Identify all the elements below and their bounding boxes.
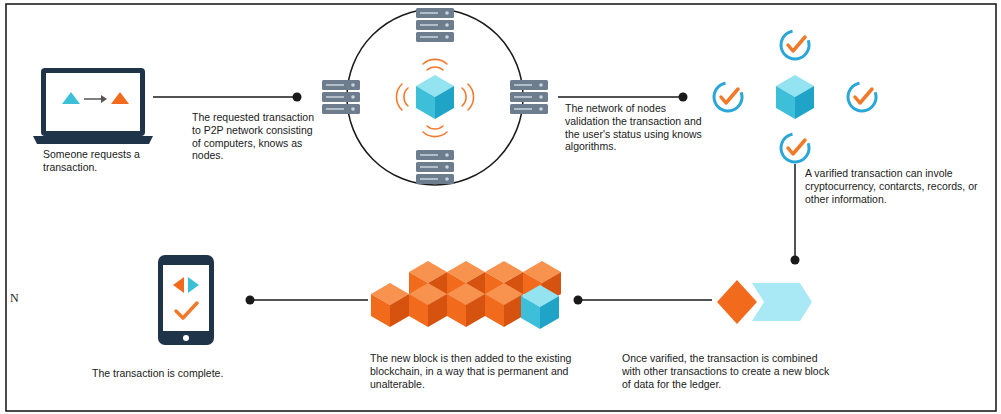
blockchain-stack — [371, 261, 561, 329]
step-node: The requested transaction to P2P network… — [318, 5, 552, 191]
connector-dot — [574, 296, 583, 305]
step-caption: The new block is then added to the exist… — [370, 352, 592, 390]
flow-connector — [791, 164, 800, 265]
step-node: The transaction is complete. — [155, 253, 217, 347]
connector-line — [578, 299, 712, 301]
step-node: Once varified, the transaction is combin… — [714, 278, 814, 326]
laptop-icon — [33, 68, 153, 144]
step-node: The network of nodes validation the tran… — [708, 26, 880, 164]
block-forming-icon — [717, 280, 812, 324]
connector-dot — [246, 296, 255, 305]
connector-dot — [791, 256, 800, 265]
network-ring — [322, 8, 548, 185]
stray-letter: N — [10, 291, 19, 306]
step-caption: The network of nodes validation the tran… — [565, 102, 703, 153]
flow-connector — [153, 93, 302, 102]
step-node: Someone requests a transaction. — [33, 66, 153, 146]
connector-line — [558, 96, 683, 98]
step-caption: Once varified, the transaction is combin… — [622, 352, 834, 390]
connector-dot — [293, 93, 302, 102]
flow-connector — [574, 296, 713, 305]
connector-line — [250, 299, 368, 301]
verification-checks — [710, 27, 880, 166]
flow-connector — [558, 93, 688, 102]
step-caption: A varified transaction can invole crypto… — [805, 167, 991, 205]
connector-dot — [679, 93, 688, 102]
step-caption: Someone requests a transaction. — [43, 148, 161, 174]
phone-icon — [158, 255, 214, 345]
connector-line — [794, 164, 796, 260]
step-node: The new block is then added to the exist… — [368, 258, 563, 348]
flow-connector — [246, 296, 369, 305]
step-caption: The transaction is complete. — [92, 367, 260, 380]
connector-line — [153, 96, 297, 98]
step-caption: The requested transaction to P2P network… — [192, 111, 320, 162]
